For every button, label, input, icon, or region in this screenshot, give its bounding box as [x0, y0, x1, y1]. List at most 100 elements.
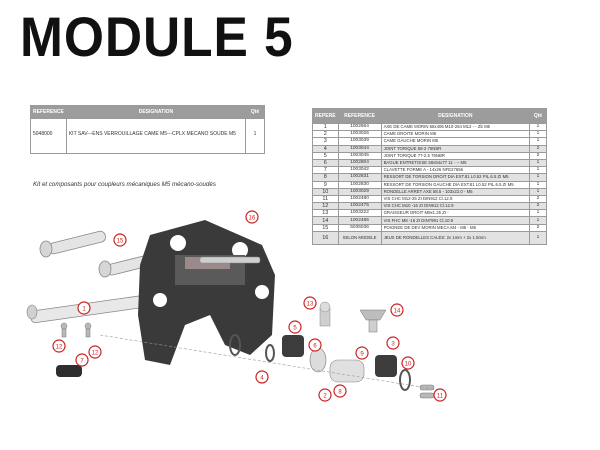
callout-5: 5	[288, 320, 302, 334]
cam-block-parts	[282, 335, 397, 383]
svg-text:5: 5	[293, 326, 297, 332]
svg-text:2: 2	[323, 394, 327, 400]
cell-designation: CAME GAUCHE MORIN M5	[380, 137, 531, 146]
svg-text:8: 8	[338, 390, 342, 396]
alignment-line	[99, 334, 441, 391]
cell-designation: POIGNEE DE DEV MORIN MECA M4 - M5 - M6	[380, 223, 531, 232]
svg-text:1: 1	[82, 307, 86, 313]
column-header-reference: REFERENCE	[337, 108, 382, 124]
cell-designation: CAME DROITE MORIN M5	[380, 130, 531, 139]
cell-repere: 16	[312, 230, 339, 245]
callout-1: 1	[77, 301, 91, 315]
svg-text:14: 14	[394, 309, 401, 315]
cell-repere: 2	[312, 130, 339, 139]
cell-quantity: 1	[529, 173, 547, 182]
callout-7: 7	[75, 353, 89, 367]
cell-designation: RESSORT DE TORSION DROIT DIA EXT.81 L0.5…	[380, 173, 531, 182]
svg-text:15: 15	[117, 239, 124, 245]
cell-quantity: 1	[529, 166, 547, 175]
column-header-designation: DESIGNATION	[380, 108, 531, 124]
cell-quantity: 1	[245, 118, 265, 154]
cell-repere: 9	[312, 180, 339, 189]
callout-2: 2	[318, 388, 332, 402]
table-header-row: REPERE REFERENCE DESIGNATION Qté	[312, 108, 547, 124]
exploded-view-diagram: 1 2 3 4 5 6 7 8 9 10 11 12 12 13 14 15 1…	[26, 210, 447, 402]
cell-quantity: 2	[529, 144, 547, 153]
callout-16: 16	[245, 210, 259, 224]
cell-quantity: 1	[529, 122, 547, 132]
column-header-reference: REFERENCE	[30, 105, 67, 119]
cell-reference: 1002831	[337, 173, 382, 182]
callout-9: 9	[355, 346, 369, 360]
column-header-quantity: Qté	[529, 108, 547, 124]
cell-reference: 1002664	[337, 122, 382, 132]
cell-designation: JOINT TORIQUE 58-3 75NBR	[380, 144, 531, 153]
key-part	[56, 365, 82, 377]
table-header-row: REFERENCE DESIGNATION Qté	[30, 105, 265, 119]
cell-designation: RESSORT DE TORSION GAUCHE DIA EXT.81 L0.…	[380, 180, 531, 189]
cell-repere: 5	[312, 151, 339, 160]
cell-reference: 1003042	[337, 166, 382, 175]
cell-designation: JEUX DE RONDELLES CALES: 2x 1mm + 2x 1.5…	[380, 230, 531, 245]
frame-part	[138, 220, 275, 365]
callout-14: 14	[390, 303, 404, 317]
table-row: 5048000 KIT SAV---ENS VERROUILLAGE CAME …	[30, 118, 265, 154]
cell-designation: JOINT TORIQUE 77-2.5 75NBR	[380, 151, 531, 160]
cell-quantity: 1	[529, 130, 547, 139]
svg-text:7: 7	[80, 359, 84, 365]
cell-designation: BAGUE ENTRETOISE 58x94x77 11 - -- M5	[380, 158, 531, 168]
cell-reference: 1003044	[337, 144, 382, 153]
svg-text:12: 12	[92, 351, 99, 357]
cell-reference: 1002830	[337, 180, 382, 189]
ring-parts	[229, 334, 411, 391]
cell-reference: 5048000	[30, 118, 67, 154]
cell-quantity: 1	[529, 137, 547, 146]
callout-4: 4	[255, 370, 269, 384]
column-header-repere: REPERE	[312, 108, 339, 124]
svg-text:3: 3	[391, 342, 395, 348]
cell-designation: AXE DE CAME MORIN 58x406 M10-264 M12 - -…	[380, 122, 531, 132]
cell-designation: CLAVETTE FORME A - 14x26 NFE27656	[380, 166, 531, 175]
callout-12a: 12	[52, 339, 66, 353]
svg-text:10: 10	[405, 362, 412, 368]
cell-repere: 6	[312, 158, 339, 168]
column-header-designation: DESIGNATION	[65, 105, 247, 119]
cell-designation: KIT SAV---ENS VERROUILLAGE CAME M5---CPL…	[65, 118, 247, 154]
callout-12b: 12	[88, 345, 102, 359]
cell-quantity: 1	[529, 158, 547, 168]
page-title: MODULE 5	[20, 5, 294, 68]
callout-11: 11	[433, 388, 447, 402]
fitting-parts	[319, 301, 387, 333]
screw-parts	[60, 322, 435, 399]
svg-text:6: 6	[313, 344, 317, 350]
svg-text:4: 4	[260, 376, 264, 382]
cell-quantity: 1	[529, 180, 547, 189]
svg-text:13: 13	[307, 302, 314, 308]
callout-13: 13	[303, 296, 317, 310]
cell-reference: SELON MODELE	[337, 230, 382, 245]
cell-repere: 4	[312, 144, 339, 153]
kit-reference-table: REFERENCE DESIGNATION Qté 5048000 KIT SA…	[30, 105, 265, 154]
column-header-quantity: Qté	[245, 105, 265, 119]
svg-text:11: 11	[437, 394, 444, 400]
cell-quantity: 1	[529, 230, 547, 245]
cell-repere: 7	[312, 166, 339, 175]
cell-reference: 1002804	[337, 158, 382, 168]
svg-text:12: 12	[56, 345, 63, 351]
cell-repere: 3	[312, 137, 339, 146]
diagram-caption: Kit et composants pour coupleurs mécaniq…	[33, 181, 216, 188]
cell-repere: 1	[312, 122, 339, 132]
svg-text:16: 16	[249, 216, 256, 222]
pin-part	[199, 256, 261, 264]
